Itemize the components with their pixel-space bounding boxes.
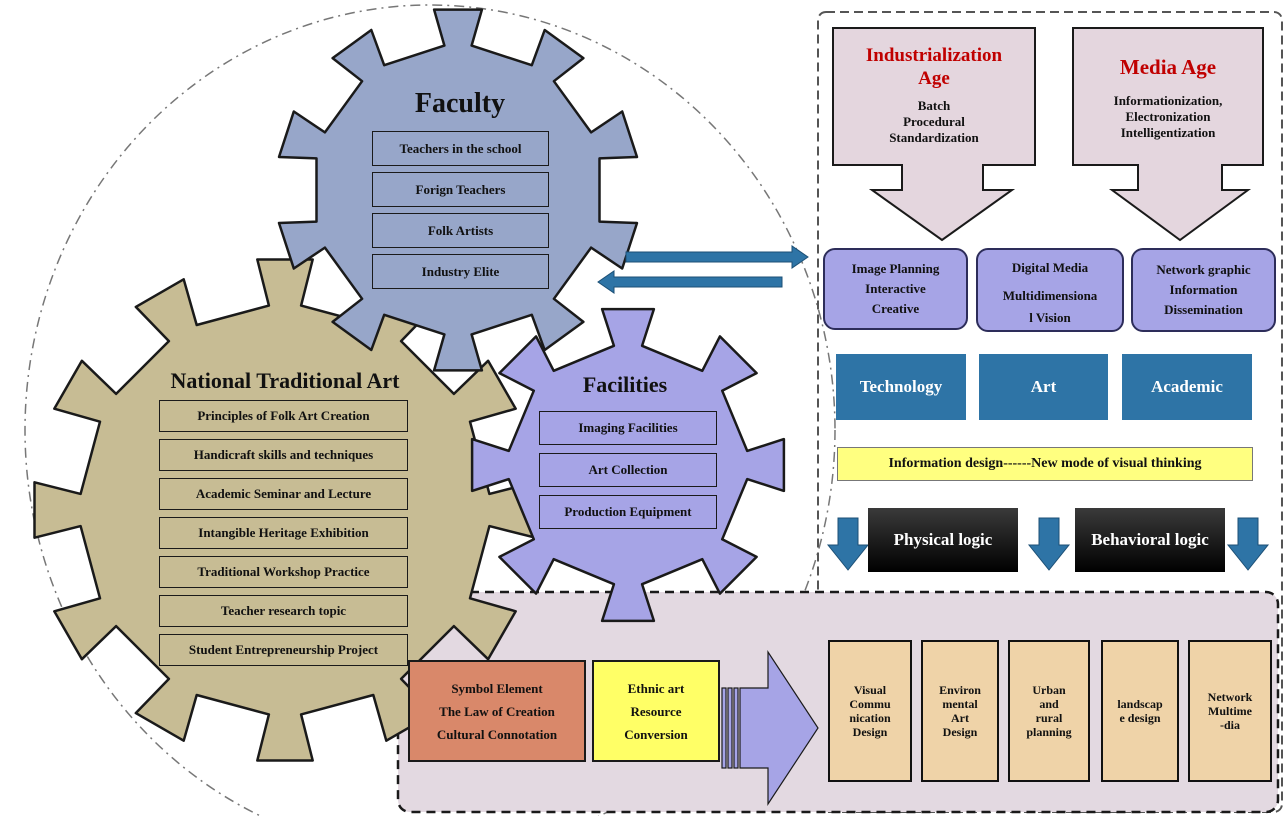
media-age-callout: [1072, 27, 1264, 242]
list-item: Production Equipment: [539, 495, 717, 529]
list-item: Industry Elite: [372, 254, 549, 289]
arrow-left: [597, 270, 783, 294]
outcome-line: Visual: [853, 683, 887, 697]
industrialization-callout: [832, 27, 1036, 242]
media-age-text: Media Age Informationization, Electroniz…: [1076, 56, 1260, 141]
list-item: Imaging Facilities: [539, 411, 717, 445]
media-box-digital-media: Digital Media Multidimensiona l Vision: [976, 248, 1124, 332]
ethnic-line-2: Resource: [630, 703, 682, 719]
down-arrow-3: [1226, 517, 1270, 571]
media-box-3-line-3: Dissemination: [1164, 302, 1243, 317]
symbol-element-box: Symbol Element The Law of Creation Cultu…: [408, 660, 586, 762]
list-item: Teachers in the school: [372, 131, 549, 166]
outcome-line: Design: [942, 725, 978, 739]
pillar-art: Art: [979, 354, 1108, 420]
outcome-line: Design: [852, 725, 888, 739]
outcome-line: Commu: [849, 697, 891, 711]
pillar-technology: Technology: [836, 354, 966, 420]
media-box-3-line-2: Information: [1169, 282, 1238, 297]
pillar-academic: Academic: [1122, 354, 1252, 420]
list-item: Teacher research topic: [159, 595, 408, 627]
outcome-line: landscap: [1117, 697, 1163, 711]
list-item: Forign Teachers: [372, 172, 549, 207]
industrialization-line-2: Procedural: [903, 114, 965, 129]
outcome-line: and: [1039, 697, 1059, 711]
list-item: Traditional Workshop Practice: [159, 556, 408, 588]
outcome-line: planning: [1026, 725, 1072, 739]
arrow-right: [625, 245, 809, 269]
list-item: Academic Seminar and Lecture: [159, 478, 408, 510]
conversion-arrow: [721, 649, 819, 807]
media-box-1-line-2: Interactive: [865, 281, 926, 296]
ethnic-line-3: Conversion: [624, 726, 688, 742]
media-box-2-line-3: l Vision: [1029, 310, 1071, 325]
industrialization-text: Industrialization Age Batch Procedural S…: [836, 44, 1032, 146]
outcome-line: e design: [1119, 711, 1161, 725]
media-age-line-1: Informationization,: [1113, 93, 1223, 108]
outcome-line: Environ: [939, 683, 981, 697]
dashdot-circle: [24, 4, 836, 816]
list-item: Intangible Heritage Exhibition: [159, 517, 408, 549]
list-item: Folk Artists: [372, 213, 549, 248]
info-design-banner: Information design------New mode of visu…: [837, 447, 1253, 481]
facilities-title: Facilities: [582, 372, 668, 397]
media-box-2-line-1: Digital Media: [1011, 260, 1089, 275]
faculty-title: Faculty: [414, 88, 506, 119]
ethnic-art-box: Ethnic art Resource Conversion: [592, 660, 720, 762]
list-item: Student Entrepreneurship Project: [159, 634, 408, 666]
facilities-gear: [470, 307, 786, 623]
media-box-1-line-1: Image Planning: [851, 261, 940, 276]
list-item: Principles of Folk Art Creation: [159, 400, 408, 432]
outcome-line: Art: [950, 711, 969, 725]
media-age-title: Media Age: [1119, 55, 1217, 79]
down-arrow-2: [1027, 517, 1071, 571]
industrialization-title-1: Industrialization: [865, 45, 1003, 66]
down-arrow-1: [826, 517, 870, 571]
media-box-3-line-1: Network graphic: [1156, 262, 1251, 277]
faculty-gear: [277, 8, 639, 372]
outcome-line: -dia: [1219, 718, 1240, 732]
outcome-line: mental: [942, 697, 978, 711]
media-age-line-2: Electronization: [1125, 109, 1211, 124]
media-box-1-line-3: Creative: [871, 301, 920, 316]
industrialization-line-3: Standardization: [889, 130, 979, 145]
outcome-line: Multime: [1208, 704, 1252, 718]
symbol-line-1: Symbol Element: [451, 680, 543, 696]
behavioral-logic: Behavioral logic: [1075, 508, 1225, 572]
outcome-line: Urban: [1032, 683, 1066, 697]
right-dashed-region: [817, 11, 1283, 813]
ethnic-line-1: Ethnic art: [627, 680, 685, 696]
symbol-line-3: Cultural Connotation: [436, 726, 558, 742]
media-age-line-3: Intelligentization: [1120, 125, 1216, 140]
outcome-line: nication: [849, 711, 891, 725]
physical-logic: Physical logic: [868, 508, 1018, 572]
media-box-image-planning: Image Planning Interactive Creative: [823, 248, 968, 330]
industrialization-line-1: Batch: [917, 98, 951, 113]
list-item: Handicraft skills and techniques: [159, 439, 408, 471]
list-item: Art Collection: [539, 453, 717, 487]
industrialization-title-2: Age: [918, 68, 950, 89]
outcome-line: Network: [1207, 690, 1253, 704]
media-box-2-line-2: Multidimensiona: [1002, 288, 1098, 303]
traditional-art-title: National Traditional Art: [170, 368, 400, 393]
media-box-network-graphic: Network graphic Information Disseminatio…: [1131, 248, 1276, 332]
symbol-line-2: The Law of Creation: [439, 703, 555, 719]
outcome-line: rural: [1035, 711, 1063, 725]
